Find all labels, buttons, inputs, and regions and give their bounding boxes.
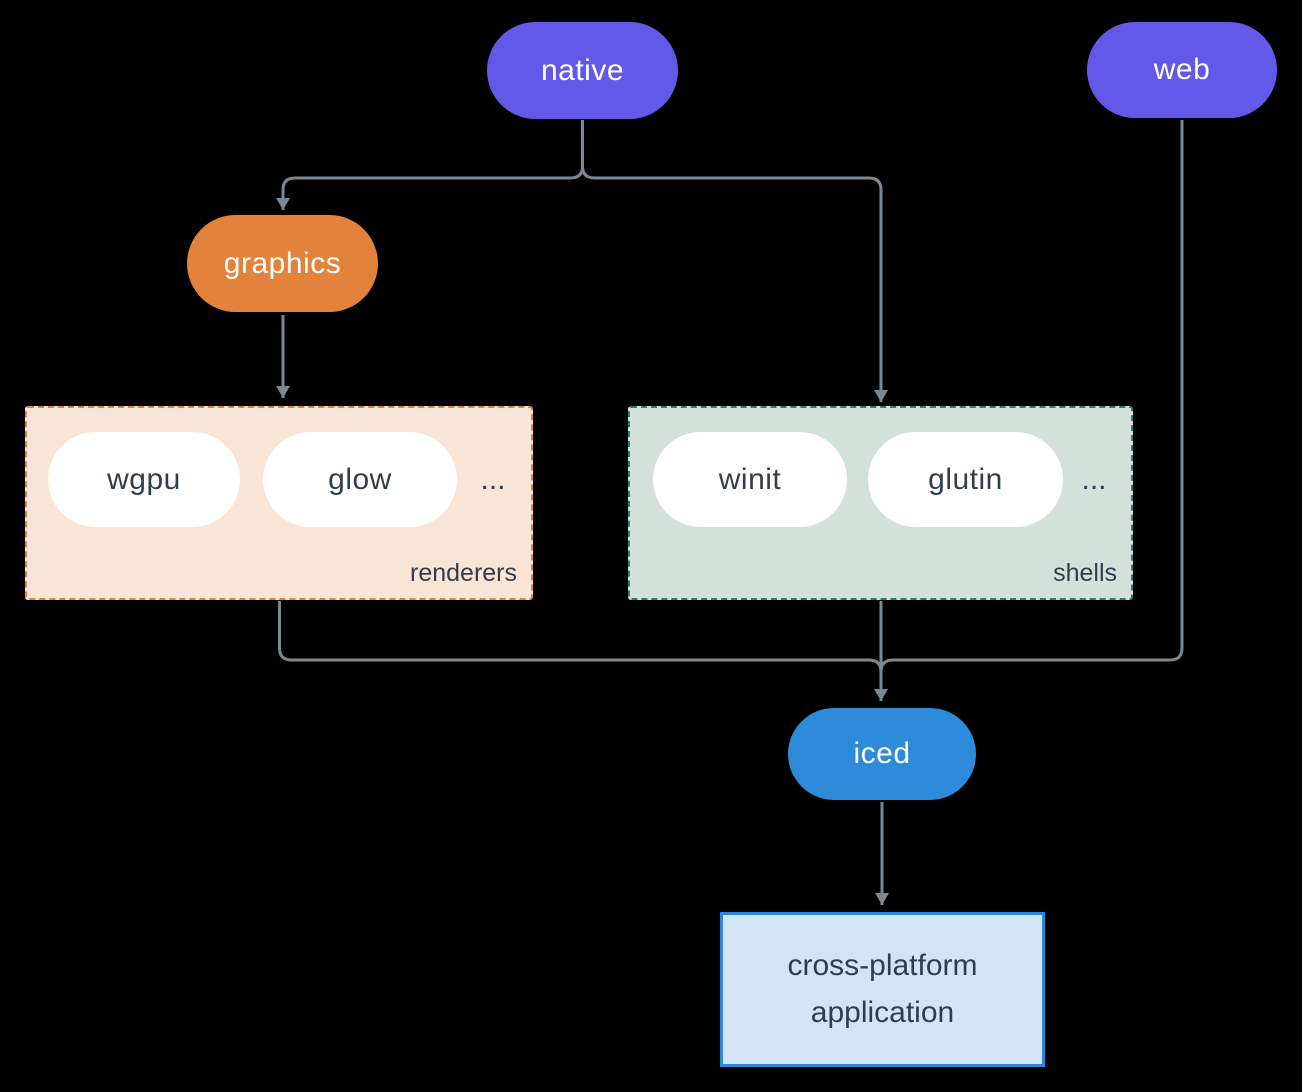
node-web: web bbox=[1087, 22, 1277, 118]
shells-group-label: shells bbox=[1053, 559, 1117, 587]
renderers-ellipsis: ... bbox=[480, 463, 506, 496]
node-native: native bbox=[487, 22, 678, 119]
node-glutin: glutin bbox=[868, 432, 1063, 527]
node-native-label: native bbox=[540, 53, 625, 87]
node-graphics: graphics bbox=[187, 215, 378, 312]
node-winit-label: winit bbox=[718, 462, 782, 496]
node-wgpu: wgpu bbox=[48, 432, 240, 527]
renderers-group-label: renderers bbox=[410, 559, 517, 587]
group-renderers: wgpu glow ... renderers bbox=[25, 406, 533, 600]
group-shells: winit glutin ... shells bbox=[628, 406, 1133, 600]
node-cross-platform-application: cross-platform application bbox=[720, 912, 1045, 1067]
node-web-label: web bbox=[1153, 53, 1211, 86]
application-label-line1: cross-platform bbox=[787, 949, 978, 982]
edge-web-iced bbox=[879, 120, 1184, 673]
node-iced: iced bbox=[788, 708, 976, 800]
edge-renderers-iced bbox=[278, 601, 888, 701]
application-label-line2: application bbox=[810, 995, 955, 1029]
edge-native-graphics bbox=[276, 120, 584, 210]
node-iced-label: iced bbox=[853, 737, 911, 770]
node-glow-label: glow bbox=[328, 462, 392, 496]
node-glutin-label: glutin bbox=[928, 462, 1003, 496]
node-winit: winit bbox=[653, 432, 847, 527]
node-graphics-label: graphics bbox=[223, 246, 342, 280]
shells-ellipsis: ... bbox=[1081, 463, 1107, 496]
edge-native-shells bbox=[581, 120, 888, 402]
node-glow: glow bbox=[263, 432, 457, 527]
node-wgpu-label: wgpu bbox=[107, 462, 181, 496]
